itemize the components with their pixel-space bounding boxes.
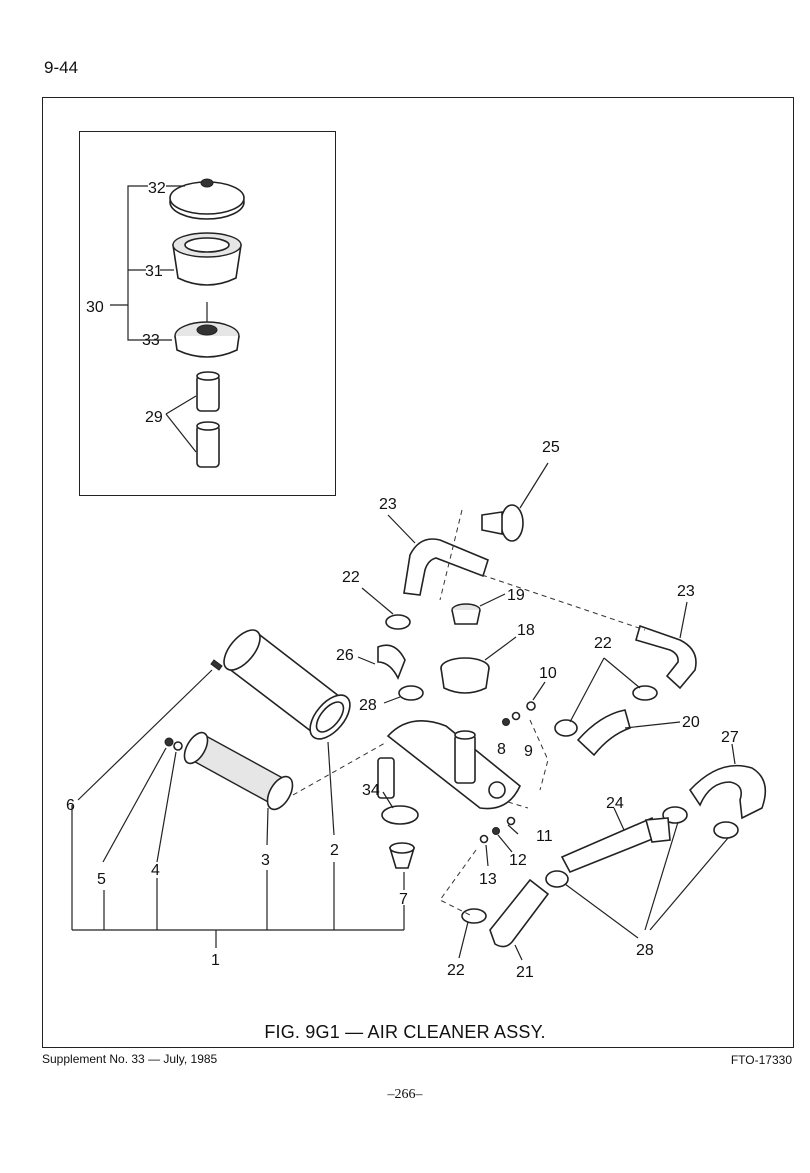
footer-page-number: –266–	[387, 1087, 423, 1102]
callout-26: 26	[336, 647, 354, 664]
callout-18: 18	[517, 622, 535, 639]
callout-33: 33	[142, 332, 160, 349]
part-31-bowl	[172, 232, 242, 286]
callout-6: 6	[66, 797, 75, 814]
callout-22-upper: 22	[342, 569, 360, 586]
part-3-element	[183, 731, 294, 811]
callout-23-right: 23	[677, 583, 695, 600]
page-number: 9-44	[44, 58, 79, 77]
figure-frame	[42, 97, 794, 1048]
callout-28-lower: 28	[636, 942, 654, 959]
callout-28-left: 28	[359, 697, 377, 714]
inset-frame	[79, 131, 336, 496]
callout-22-lower: 22	[447, 962, 465, 979]
callout-22-right: 22	[594, 635, 612, 652]
callout-4: 4	[151, 862, 160, 879]
callout-1: 1	[211, 952, 220, 969]
callout-11: 11	[536, 828, 553, 845]
callout-13: 13	[479, 871, 497, 888]
part-2-housing	[210, 629, 351, 740]
part-29-tubes	[196, 371, 220, 468]
callout-3: 3	[261, 852, 270, 869]
callout-23-upper: 23	[379, 496, 397, 513]
callout-12: 12	[509, 852, 527, 869]
inset-precleaner	[110, 178, 245, 468]
supplement-note: Supplement No. 33 — July, 1985	[42, 1052, 218, 1066]
callout-32: 32	[148, 180, 166, 197]
callout-24: 24	[606, 795, 624, 812]
part-32-cap	[169, 178, 245, 220]
callout-20: 20	[682, 714, 700, 731]
callout-31: 31	[145, 263, 163, 280]
callout-7: 7	[399, 891, 408, 908]
figure-code: FTO-17330	[730, 1053, 792, 1067]
callout-34: 34	[362, 782, 380, 799]
callout-8: 8	[497, 741, 506, 758]
callout-25: 25	[542, 439, 560, 456]
central-body	[377, 720, 521, 810]
callout-2: 2	[330, 842, 339, 859]
part-33-vanes	[174, 302, 240, 358]
callout-29: 29	[145, 409, 163, 426]
callout-30: 30	[86, 299, 104, 316]
callout-21: 21	[516, 964, 534, 981]
callout-19: 19	[507, 587, 525, 604]
callout-5: 5	[97, 871, 106, 888]
figure-title: FIG. 9G1 — AIR CLEANER ASSY.	[264, 1022, 546, 1042]
callout-9: 9	[524, 743, 533, 760]
callout-10: 10	[539, 665, 557, 682]
callout-27: 27	[721, 729, 739, 746]
